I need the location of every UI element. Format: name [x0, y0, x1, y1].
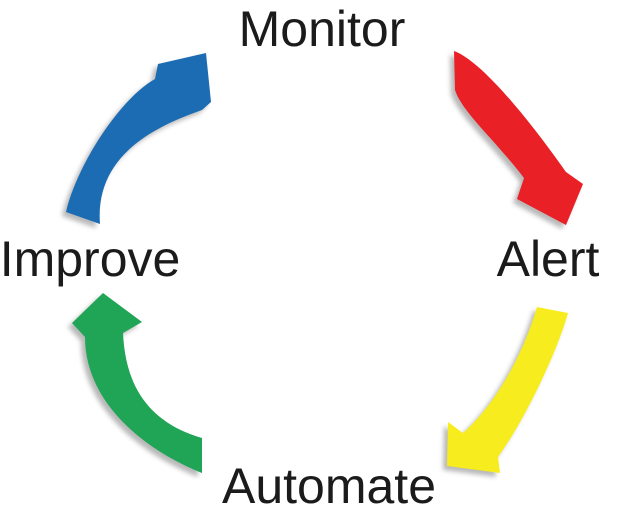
- curved-arrow-alert-to-automate-icon: [447, 307, 568, 473]
- automate-label: Automate: [221, 458, 437, 514]
- curved-arrow-automate-to-improve-icon: [72, 293, 202, 473]
- monitor-label: Monitor: [238, 1, 406, 57]
- alert-label: Alert: [496, 231, 600, 287]
- improve-label: Improve: [0, 231, 181, 287]
- curved-arrow-monitor-to-alert-icon: [454, 51, 583, 225]
- curved-arrow-improve-to-monitor-icon: [66, 53, 211, 224]
